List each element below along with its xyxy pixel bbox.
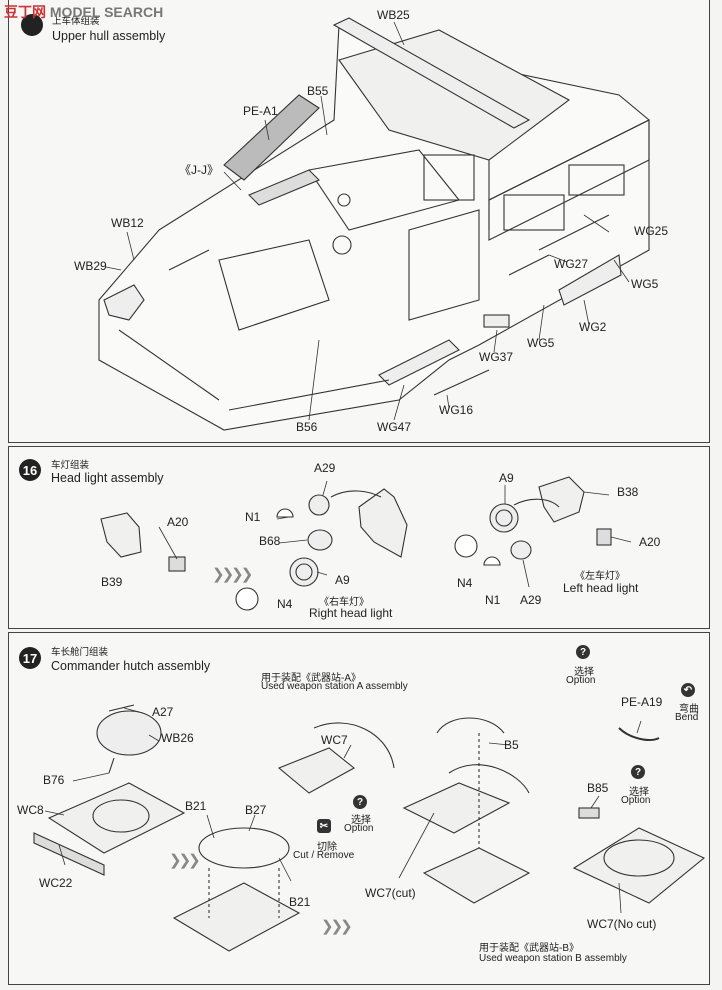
step-17-panel: 17 车长舱门组装 Commander hutch assembly 用于装配《…: [8, 632, 710, 985]
step-16-en-title: Head light assembly: [51, 471, 164, 485]
left-light-cn: 《左车灯》: [575, 571, 625, 582]
part-wg5-right: WG5: [631, 277, 659, 291]
direction-arrows-icon-2: ❯❯❯: [321, 918, 353, 935]
part-wb26: WB26: [161, 731, 194, 745]
option-icon-1: ?: [353, 795, 367, 809]
step-16-badge: 16: [19, 459, 41, 481]
head-light-drawing: [100, 476, 632, 611]
left-light-en: Left head light: [563, 581, 639, 595]
part-wc22: WC22: [39, 876, 73, 890]
option-icon-2: ?: [576, 645, 590, 659]
step-17-en-title: Commander hutch assembly: [51, 659, 211, 673]
part-b21-top: B21: [185, 799, 207, 813]
step-15-panel: 上车体组装 Upper hull assembly WB25 PE-A1 B55…: [8, 0, 710, 443]
cut-cn: 切除: [317, 842, 337, 853]
part-jj: 《J-J》: [179, 163, 219, 177]
part-n4-left: N4: [457, 576, 473, 590]
part-a20-left: A20: [639, 535, 661, 549]
part-b56: B56: [296, 420, 318, 434]
option-en-2: Option: [566, 675, 596, 686]
option-icon-3: ?: [631, 765, 645, 779]
weapon-b-cn: 用于装配《武器站-B》: [479, 943, 579, 954]
part-wg47: WG47: [377, 420, 412, 434]
part-n4-right: N4: [277, 597, 293, 611]
part-n1-left: N1: [485, 593, 501, 607]
part-a20-right: A20: [167, 515, 189, 529]
part-a29-left: A29: [520, 593, 542, 607]
cut-en: Cut / Remove: [293, 850, 355, 861]
part-a9-right: A9: [335, 573, 350, 587]
part-b68: B68: [259, 534, 281, 548]
direction-arrows-icon: ❯❯❯❯: [212, 566, 253, 583]
upper-hull-drawing: [98, 17, 650, 431]
option-cn-2: 选择: [574, 667, 594, 678]
part-b38: B38: [617, 485, 639, 499]
part-b85: B85: [587, 781, 609, 795]
part-b21-bottom: B21: [289, 895, 311, 909]
part-wb12: WB12: [111, 216, 144, 230]
bend-icon: ↶: [681, 683, 695, 697]
step-17-cn-title: 车长舱门组装: [51, 647, 109, 658]
commander-hutch-drawing: [33, 704, 706, 952]
part-b5: B5: [504, 738, 519, 752]
weapon-a-cn: 用于装配《武器站-A》: [261, 673, 361, 684]
part-wg16: WG16: [439, 403, 474, 417]
part-wc7: WC7: [321, 733, 348, 747]
part-wc8: WC8: [17, 803, 44, 817]
direction-arrows-icon-1: ❯❯❯: [169, 852, 201, 869]
weapon-b-en: Used weapon station B assembly: [479, 953, 627, 964]
part-n1-right: N1: [245, 510, 261, 524]
part-b39: B39: [101, 575, 123, 589]
option-en-3: Option: [621, 795, 651, 806]
part-pe-a1: PE-A1: [243, 104, 278, 118]
part-a29-right: A29: [314, 461, 336, 475]
step-15-en-title: Upper hull assembly: [52, 29, 166, 43]
part-wg5-left: WG5: [527, 336, 555, 350]
step-16-cn-title: 车灯组装: [51, 460, 90, 471]
part-b27: B27: [245, 803, 267, 817]
part-wc7-cut: WC7(cut): [365, 886, 416, 900]
step-16-panel: 16 车灯组装 Head light assembly ❯❯❯❯ A29 N1 …: [8, 446, 710, 629]
step-15-cn-title: 上车体组装: [52, 16, 100, 27]
right-light-cn: 《右车灯》: [319, 597, 369, 608]
part-wc7-no-cut: WC7(No cut): [587, 917, 657, 931]
part-a27: A27: [152, 705, 174, 719]
cut-icon: ✂: [317, 819, 331, 833]
weapon-a-en: Used weapon station A assembly: [261, 681, 408, 692]
part-wg37: WG37: [479, 350, 514, 364]
part-wg27: WG27: [554, 257, 589, 271]
part-pe-a19: PE-A19: [621, 695, 663, 709]
part-a9-left: A9: [499, 471, 514, 485]
bend-en: Bend: [675, 712, 699, 723]
option-cn-1: 选择: [351, 815, 371, 826]
bend-cn: 弯曲: [679, 704, 699, 715]
part-wg25: WG25: [634, 224, 669, 238]
watermark-text: MODEL SEARCH: [49, 4, 164, 20]
part-wb29: WB29: [74, 259, 107, 273]
part-wb25: WB25: [377, 8, 410, 22]
option-en-1: Option: [344, 823, 374, 834]
step-17-badge: 17: [19, 647, 41, 669]
part-wg2: WG2: [579, 320, 607, 334]
part-b76: B76: [43, 773, 65, 787]
watermark-logo: 豆丁网: [4, 4, 46, 20]
watermark: 豆丁网 MODEL SEARCH: [4, 2, 163, 22]
part-b55: B55: [307, 84, 329, 98]
step-15-badge: [21, 14, 43, 36]
option-cn-3: 选择: [629, 787, 649, 798]
right-light-en: Right head light: [309, 606, 393, 620]
